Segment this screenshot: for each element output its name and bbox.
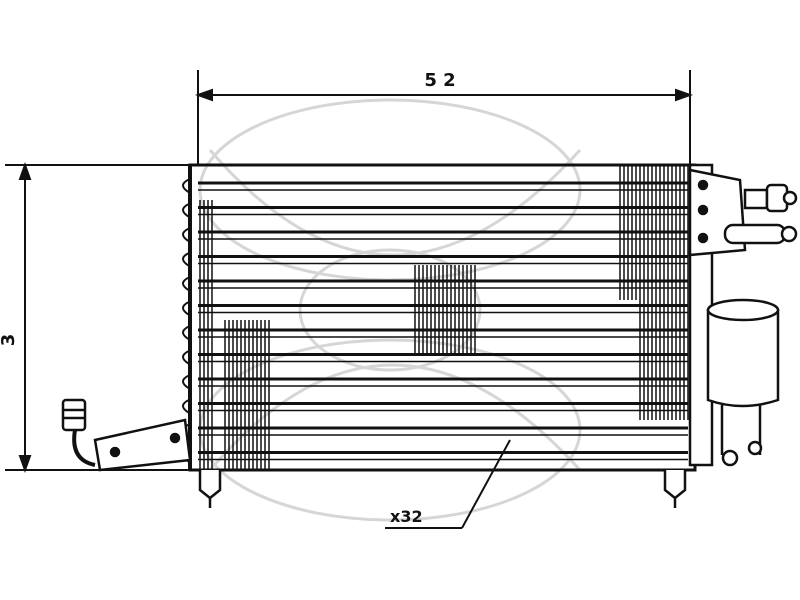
tube-return-bend [182,349,191,366]
condenser-core-icon [188,163,697,472]
tube-return-bend [182,398,191,415]
left-header [182,165,192,470]
tube-return-bend [182,251,191,268]
tube-return-bend [182,178,191,194]
width-dimension [195,70,693,165]
tube-return-bend [182,325,191,341]
tube-return-bend [182,374,191,390]
tube-count-callout [385,439,511,529]
width-dimension-label: 5 2 [424,70,455,91]
receiver-drier-icon [706,298,780,467]
tube-count-label: x32 [390,507,423,526]
tube-return-bend [182,202,191,219]
mounting-feet [198,470,687,508]
height-dimension-label: 3 [0,334,19,347]
tube-return-bend [182,276,191,292]
inlet-fitting-icon [61,398,192,472]
tube-return-bend [182,227,191,243]
tube-return-bend [182,300,191,317]
outlet-fitting-icon [688,163,798,467]
